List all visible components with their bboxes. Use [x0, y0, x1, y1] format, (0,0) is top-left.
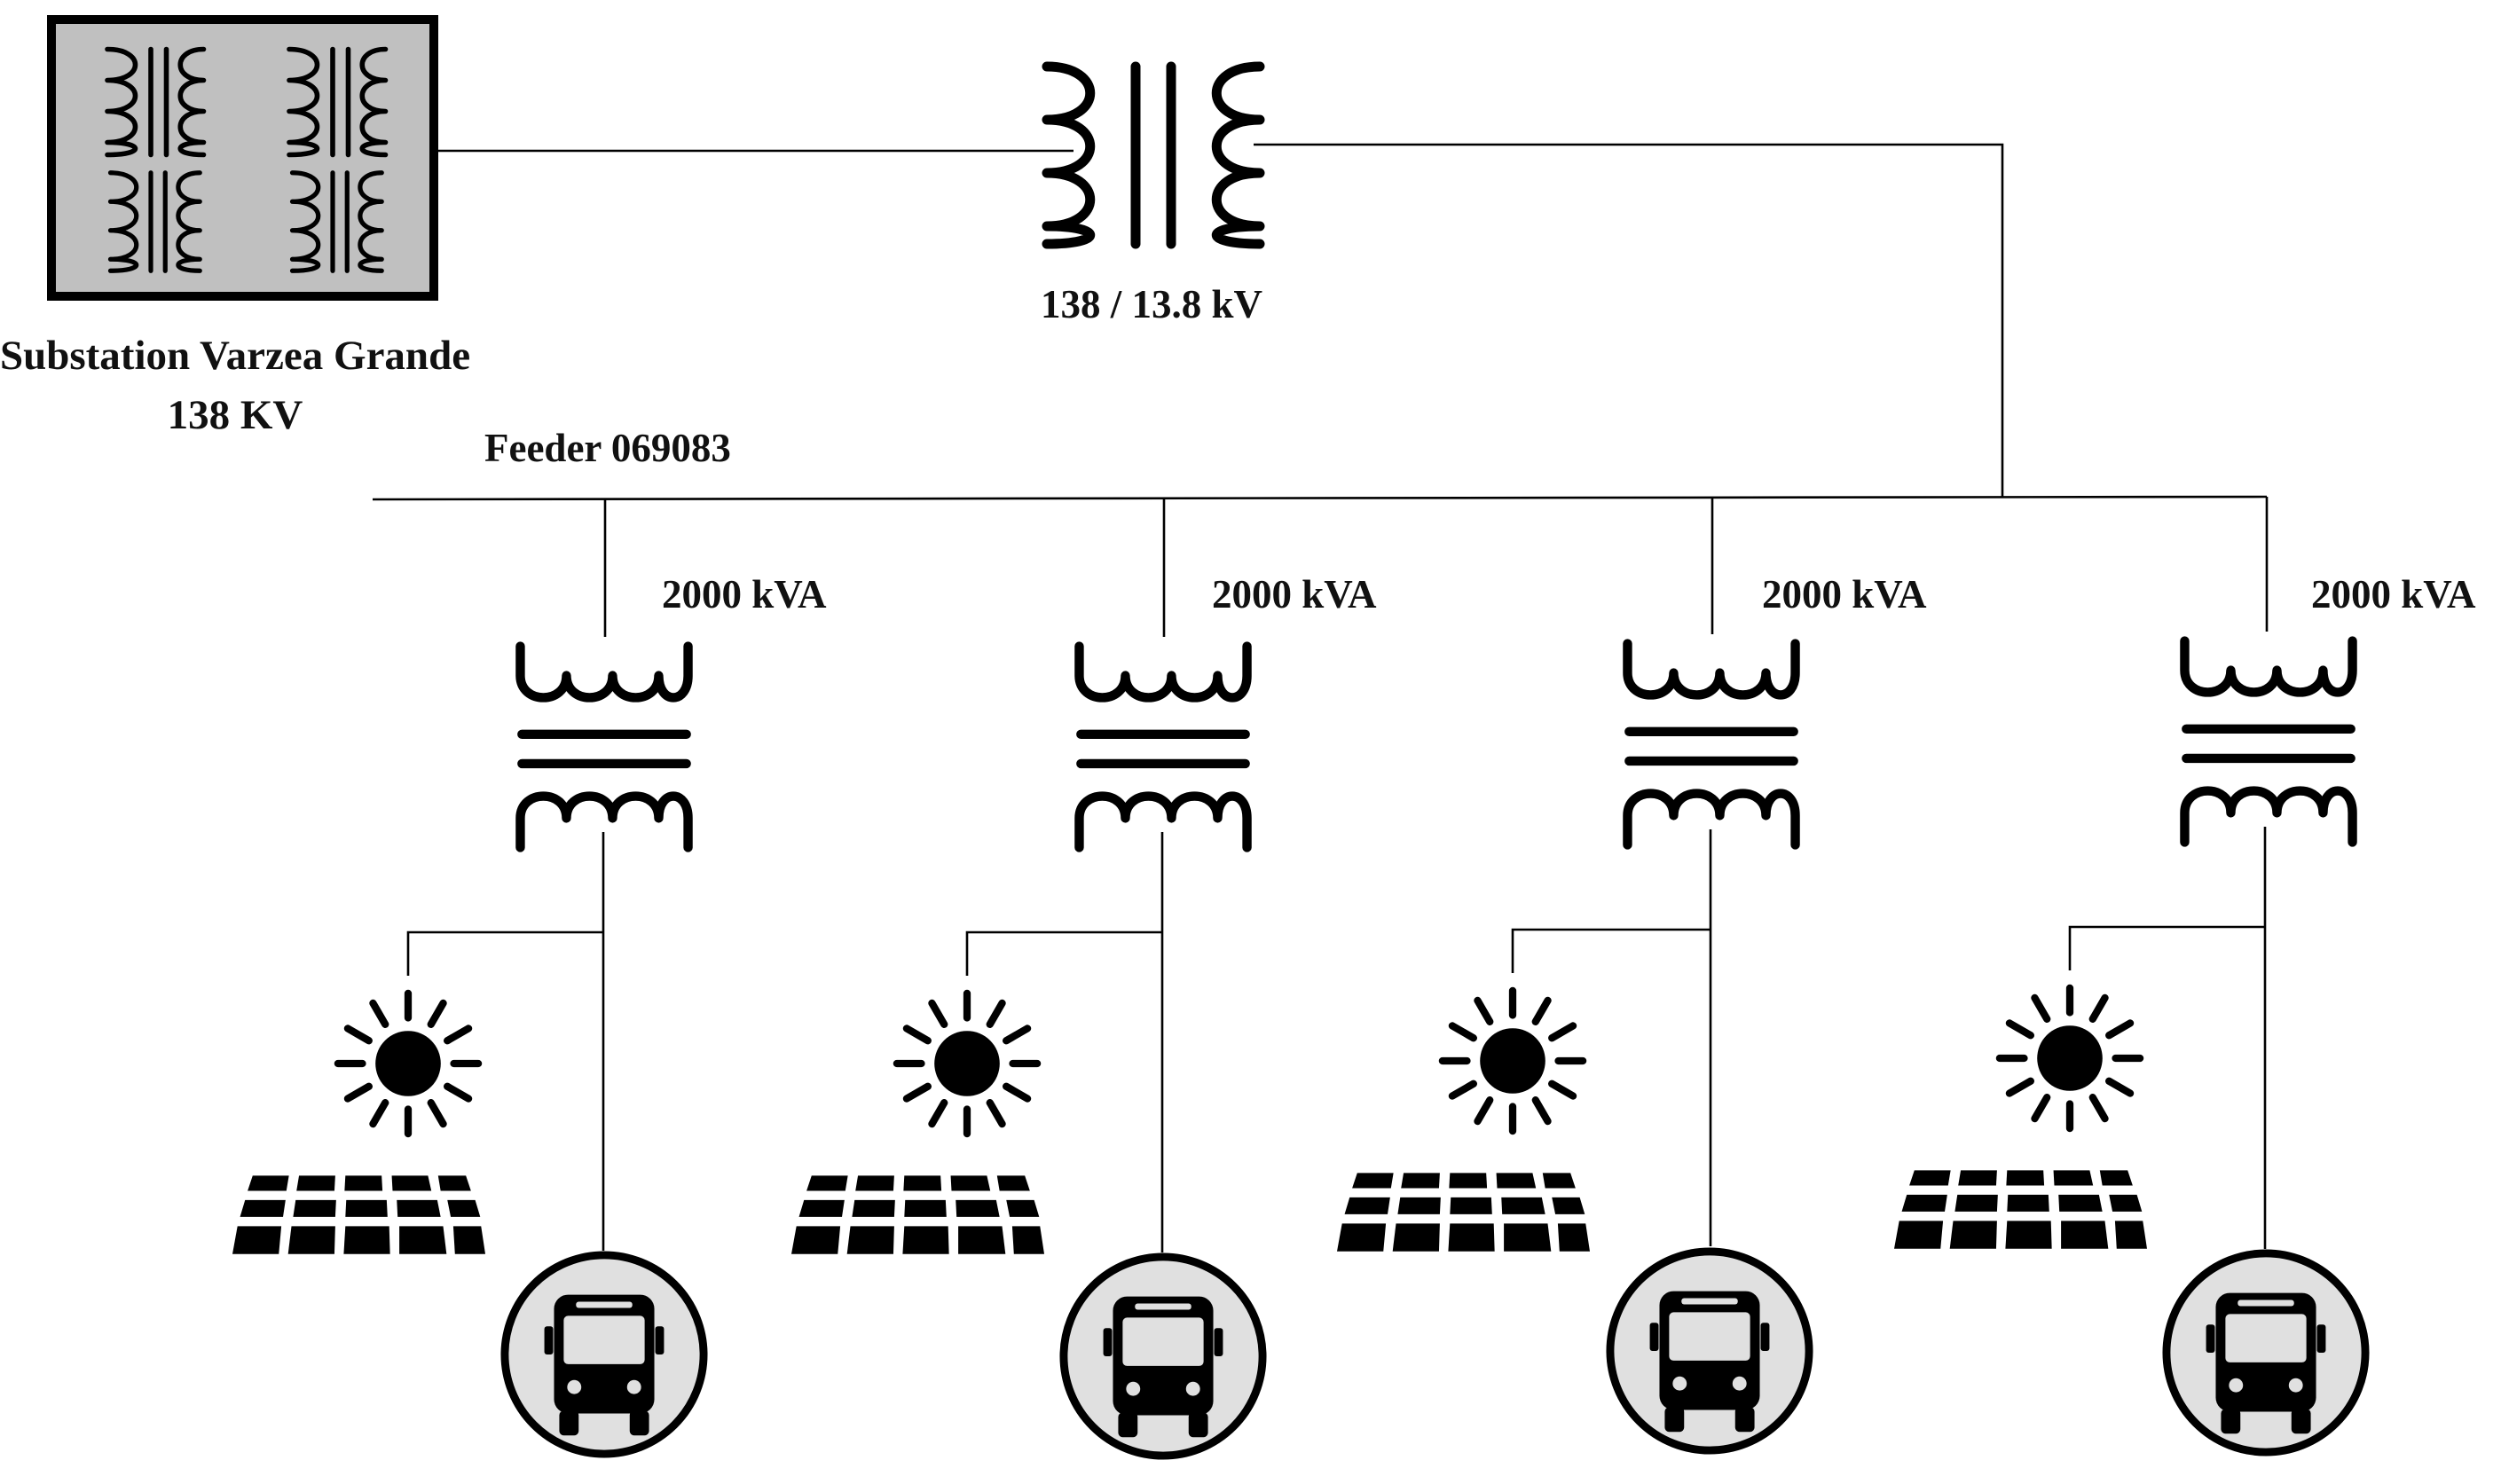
- feeder-bus: [372, 495, 2268, 501]
- solar-panel-icon: [232, 1175, 485, 1254]
- branch-rating: 2000 kVA: [2311, 572, 2476, 616]
- distribution-transformer-icon: [1627, 644, 1795, 845]
- distribution-transformer-icon: [2184, 641, 2352, 843]
- substation-voltage: 138 KV: [168, 392, 303, 438]
- pv-wire: [2068, 925, 2265, 970]
- feeder-label: Feeder 069083: [484, 426, 731, 470]
- branch-rating: 2000 kVA: [662, 572, 827, 616]
- solar-panel-icon: [1337, 1173, 1590, 1252]
- substation: Substation Varzea Grande 138 KV: [0, 15, 470, 438]
- branch-2: 2000 kVA: [791, 499, 1377, 1456]
- substation-box: [47, 15, 438, 301]
- bus-icon: [2167, 1253, 2365, 1452]
- bus-icon: [1064, 1257, 1262, 1456]
- branch-rating: 2000 kVA: [1212, 572, 1377, 616]
- sun-icon: [2000, 988, 2140, 1128]
- main-transformer-icon: [1047, 67, 1260, 244]
- bus-icon: [505, 1255, 704, 1454]
- sun-icon: [1443, 991, 1583, 1131]
- pv-wire: [406, 930, 603, 976]
- main-transformer-label: 138 / 13.8 kV: [1041, 282, 1262, 326]
- pv-wire: [1511, 928, 1711, 973]
- branch-rating: 2000 kVA: [1762, 572, 1927, 616]
- sun-icon: [897, 993, 1037, 1134]
- substation-name: Substation Varzea Grande: [0, 333, 470, 379]
- solar-panel-icon: [791, 1175, 1044, 1254]
- distribution-transformer-icon: [520, 647, 688, 848]
- solar-panel-icon: [1894, 1170, 2147, 1249]
- branch-1: 2000 kVA: [232, 499, 827, 1454]
- branch-4: 2000 kVA: [1894, 497, 2476, 1452]
- pv-wire: [965, 930, 1162, 976]
- sun-icon: [338, 993, 478, 1134]
- wire-transformer-to-feeder: [1254, 143, 2004, 497]
- distribution-transformer-icon: [1079, 647, 1247, 848]
- branch-3: 2000 kVA: [1337, 498, 1927, 1450]
- bus-icon: [1610, 1252, 1809, 1450]
